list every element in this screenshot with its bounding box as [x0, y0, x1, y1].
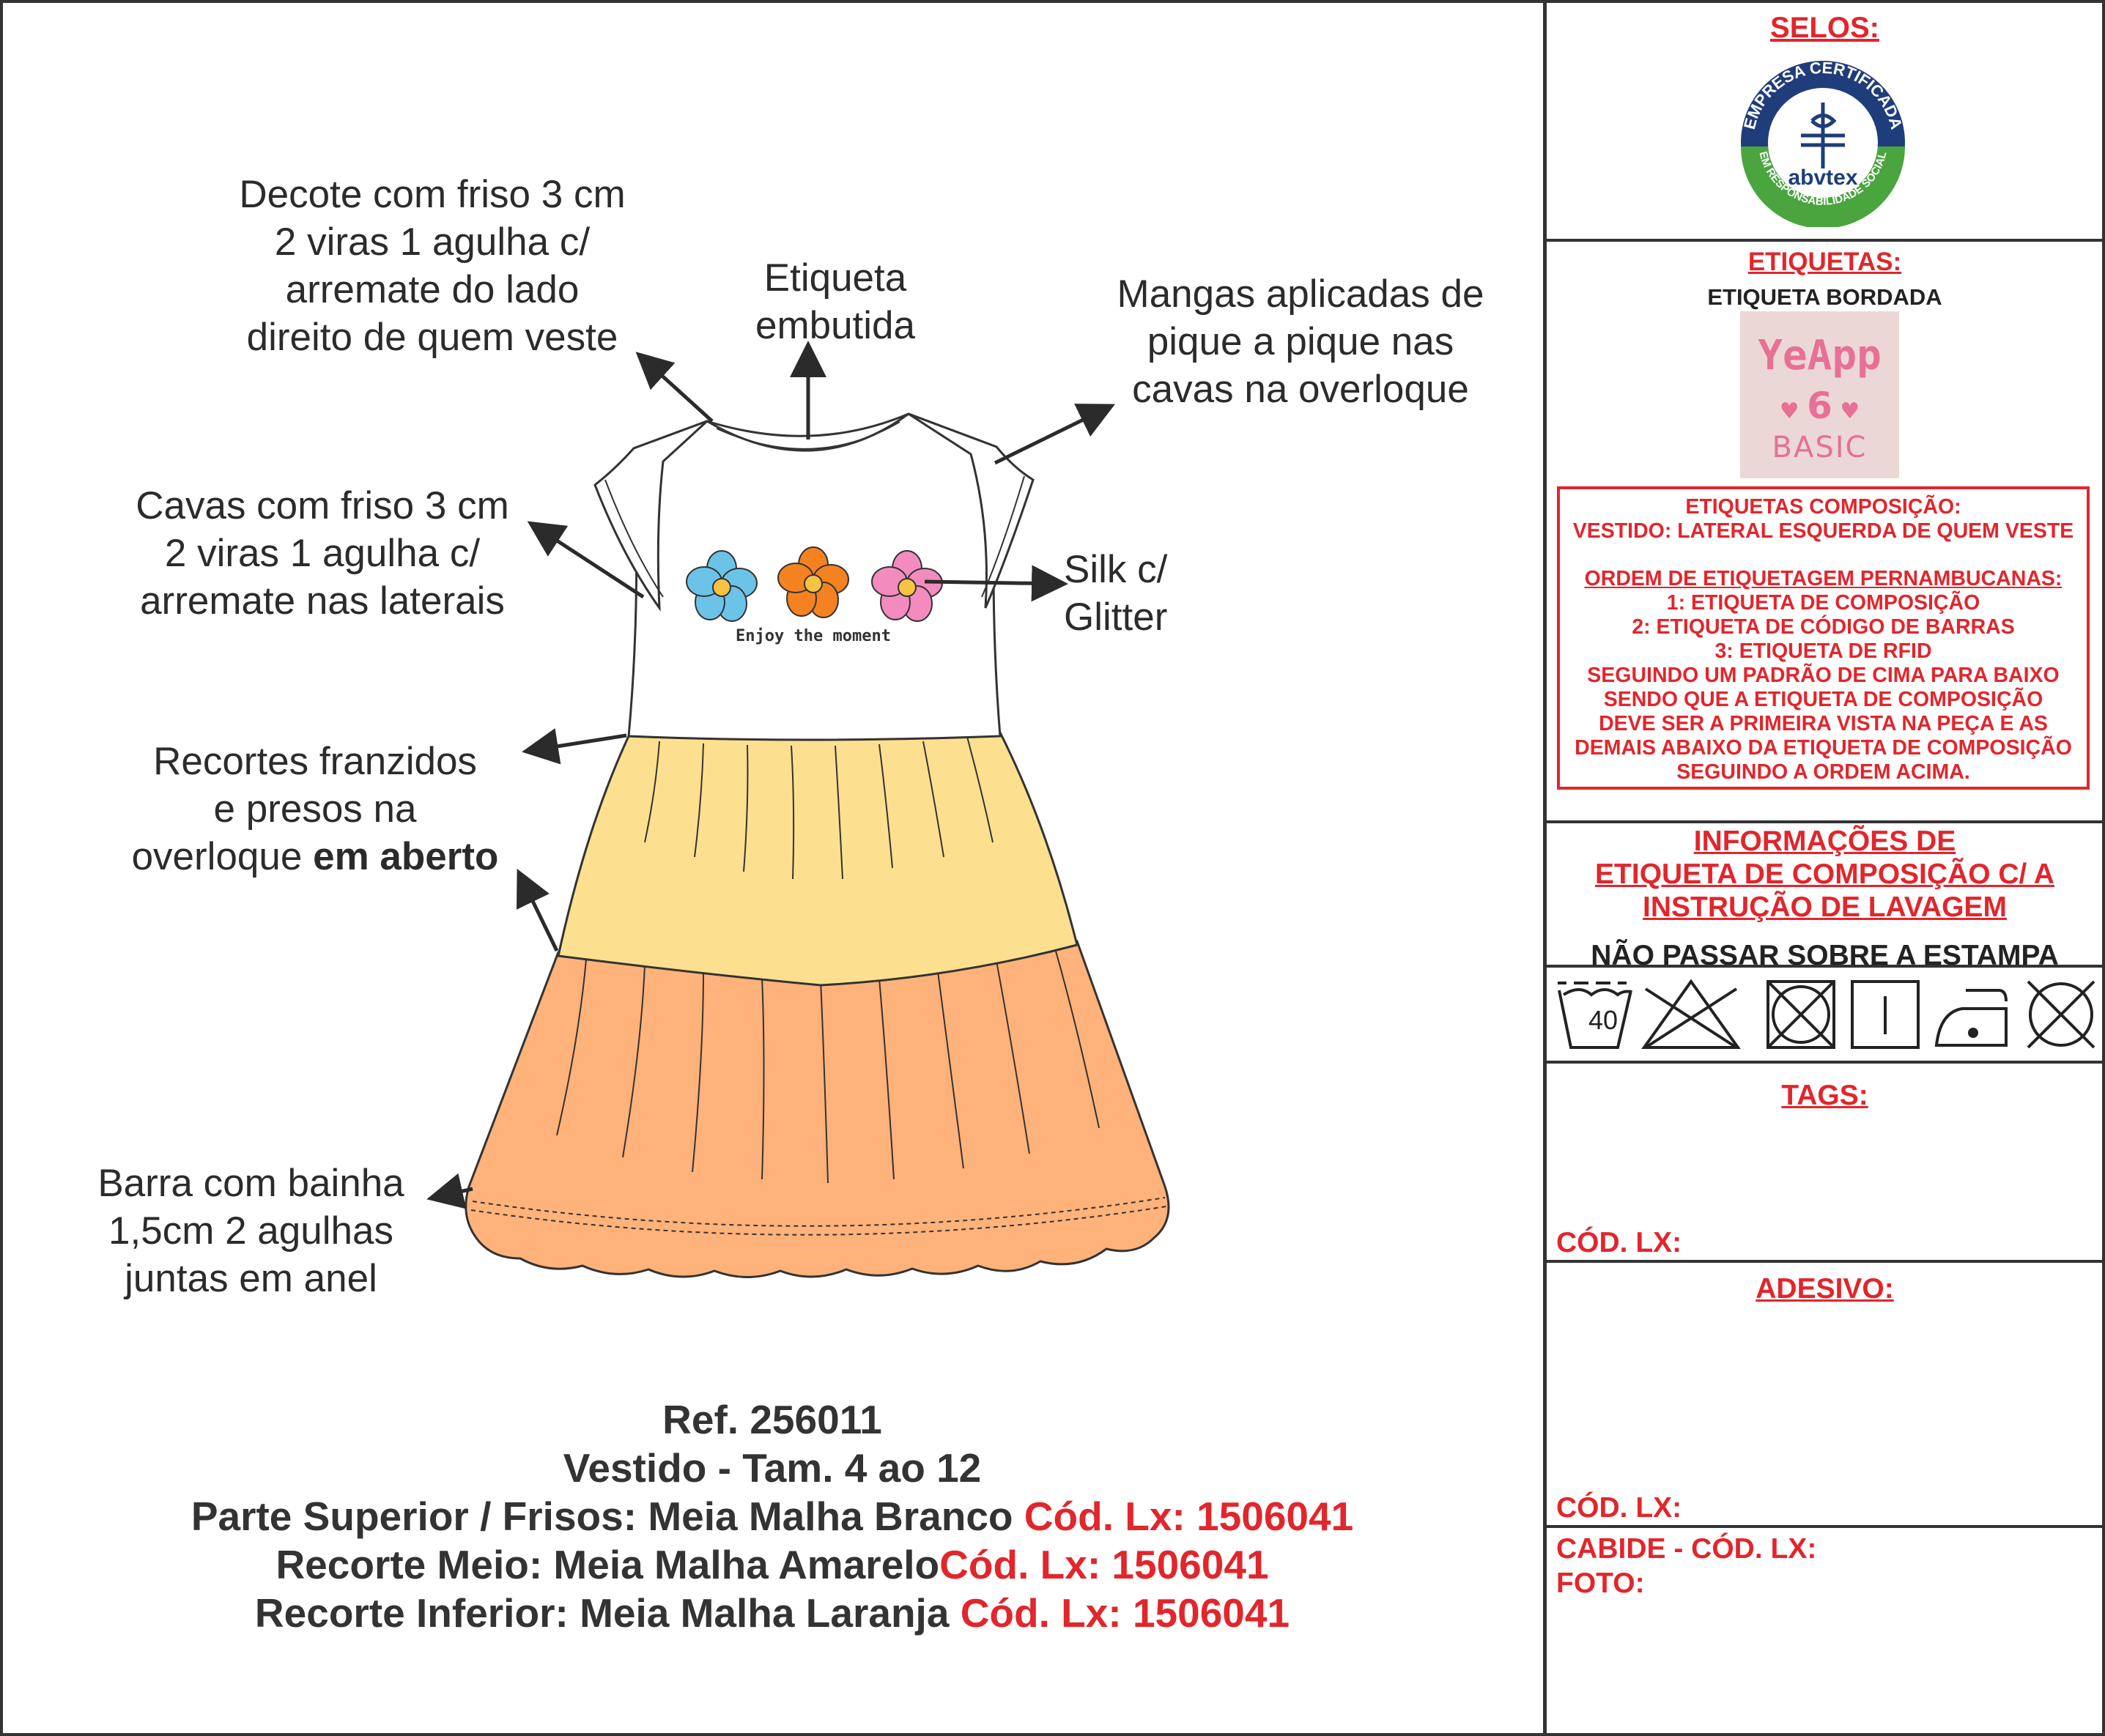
divider-adesivo — [1544, 1525, 2105, 1528]
footer-product: Vestido - Tam. 4 ao 12 — [563, 1445, 982, 1491]
info-title-1: INFORMAÇÕES DE — [1693, 826, 1956, 857]
note-decote: Decote com friso 3 cm 2 viras 1 agulha c… — [239, 173, 626, 359]
etiqueta-bordada-label: ETIQUETA BORDADA — [1707, 284, 1942, 310]
arrow-recortes-top — [522, 728, 627, 765]
care-icons-row: 40 — [1558, 979, 2095, 1049]
cabide-label: CABIDE - CÓD. LX: — [1556, 1533, 1817, 1565]
etiquetas-title: ETIQUETAS: — [1747, 248, 1902, 276]
flower-blue — [686, 550, 758, 622]
bottom-gathers — [556, 948, 1100, 1184]
heart-icon: ♥ — [1832, 398, 1860, 424]
skirt-middle-tier — [557, 731, 1079, 987]
panel-divider — [1543, 0, 1547, 1736]
note-recortes: Recortes franzidos e presos na overloque… — [131, 740, 499, 878]
label-brand: YeApp — [1758, 332, 1882, 379]
label-size-row: ♥ 6 ♥ — [1779, 385, 1860, 427]
no-tumble-dry-icon — [1767, 980, 1835, 1049]
no-bleach-icon — [1641, 979, 1741, 1049]
middle-gathers — [644, 736, 994, 880]
left-sleeve-binding — [594, 484, 660, 609]
footer-ref: Ref. 256011 — [662, 1397, 882, 1442]
arrow-barra — [426, 1173, 473, 1209]
hem-stitch-1 — [472, 1197, 1166, 1227]
arrow-mangas — [994, 404, 1115, 465]
iron-low-icon — [1934, 989, 2008, 1047]
adesivo-title: ADESIVO: — [1756, 1273, 1894, 1305]
arrow-decote — [635, 352, 714, 423]
brand-label-tag: YeApp ♥ 6 ♥ BASIC — [1740, 311, 1899, 478]
divider-selos — [1544, 239, 2105, 242]
seal-brand: abvtex — [1788, 166, 1857, 190]
right-sleeve — [908, 412, 1035, 609]
note-mangas: Mangas aplicadas de pique a pique nas ca… — [1117, 272, 1484, 411]
note-etiqueta: Etiqueta embutida — [755, 256, 916, 347]
footer-line-2: Recorte Meio: Meia Malha AmareloCód. Lx:… — [275, 1542, 1269, 1587]
note-silk: Silk c/ Glitter — [1064, 548, 1168, 639]
divider-tags — [1544, 1260, 2105, 1263]
adesivo-cod-label: CÓD. LX: — [1556, 1492, 1682, 1524]
divider-care-top — [1544, 965, 2105, 968]
heart-icon: ♥ — [1779, 398, 1808, 424]
arrow-silk — [924, 565, 1068, 602]
tags-cod-label: CÓD. LX: — [1556, 1227, 1682, 1258]
line-dry-icon — [1851, 980, 1920, 1049]
no-dry-clean-icon — [2027, 980, 2095, 1049]
note-cavas: Cavas com friso 3 cm 2 viras 1 agulha c/… — [136, 484, 509, 623]
foto-label: FOTO: — [1556, 1568, 1645, 1599]
footer-line-1: Parte Superior / Frisos: Meia Malha Bran… — [190, 1494, 1354, 1539]
print-text: Enjoy the moment — [736, 627, 891, 645]
selos-title: SELOS: — [1770, 12, 1879, 44]
divider-care-bottom — [1544, 1061, 2105, 1064]
skirt-bottom-tier — [465, 940, 1170, 1278]
tags-title: TAGS: — [1781, 1080, 1868, 1111]
wash-40-icon — [1558, 982, 1632, 1049]
wash-temp: 40 — [1588, 1005, 1618, 1035]
label-line: BASIC — [1772, 431, 1868, 464]
needle-icon — [1801, 103, 1845, 168]
dress-illustration: Enjoy the moment — [426, 341, 1170, 1278]
neckline — [706, 412, 909, 452]
divider-etiquetas — [1544, 820, 2105, 823]
hem-stitch-2 — [470, 1206, 1167, 1236]
info-title-2: ETIQUETA DE COMPOSIÇÃO C/ A — [1595, 858, 2054, 890]
note-barra: Barra com bainha 1,5cm 2 agulhas juntas … — [97, 1162, 404, 1300]
arrow-cavas — [527, 521, 645, 599]
arrow-recortes-bottom — [516, 869, 559, 952]
composition-instructions-box: ETIQUETAS COMPOSIÇÃO: VESTIDO: LATERAL E… — [1557, 486, 2090, 790]
abvtex-seal: EMPRESA CERTIFICADA EM RESPONSABILIDADE … — [1740, 59, 1906, 227]
flower-orange — [777, 546, 849, 618]
info-title-3: INSTRUÇÃO DE LAVAGEM — [1643, 891, 2007, 923]
footer-line-3: Recorte Inferior: Meia Malha Laranja Cód… — [254, 1590, 1290, 1636]
flower-pink — [871, 550, 943, 622]
